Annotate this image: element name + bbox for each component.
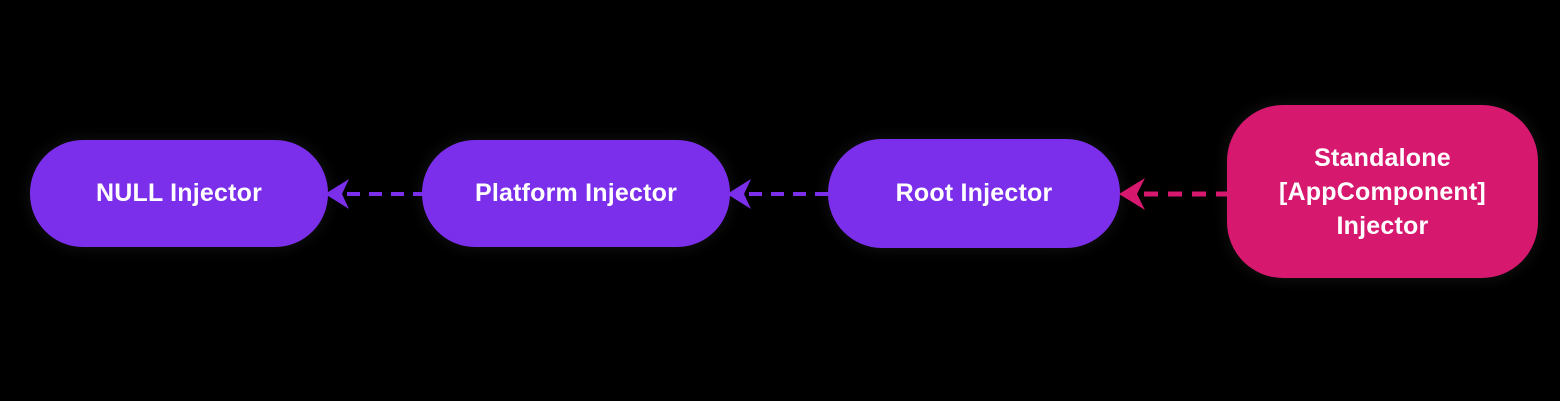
node-label-line: [AppComponent] (1279, 177, 1486, 206)
arrow-standalone-to-root (1119, 178, 1229, 210)
node-platform-injector: Platform Injector (422, 140, 730, 247)
arrowhead-left-icon (727, 179, 751, 209)
node-label: Standalone [AppComponent] Injector (1279, 141, 1486, 243)
arrow-platform-to-null (325, 179, 424, 209)
node-label: NULL Injector (95, 179, 263, 207)
arrowhead-left-icon (1119, 178, 1145, 210)
node-null-injector: NULL Injector (30, 140, 328, 247)
node-label: Root Injector (895, 179, 1053, 207)
node-label-line: Injector (1336, 211, 1429, 240)
node-label: Platform Injector (474, 179, 678, 207)
arrow-root-to-platform (727, 179, 830, 209)
node-label-line: Standalone (1314, 143, 1451, 172)
arrowhead-left-icon (325, 179, 349, 209)
node-root-injector: Root Injector (828, 139, 1120, 248)
node-standalone-appcomponent-injector: Standalone [AppComponent] Injector (1227, 105, 1538, 278)
